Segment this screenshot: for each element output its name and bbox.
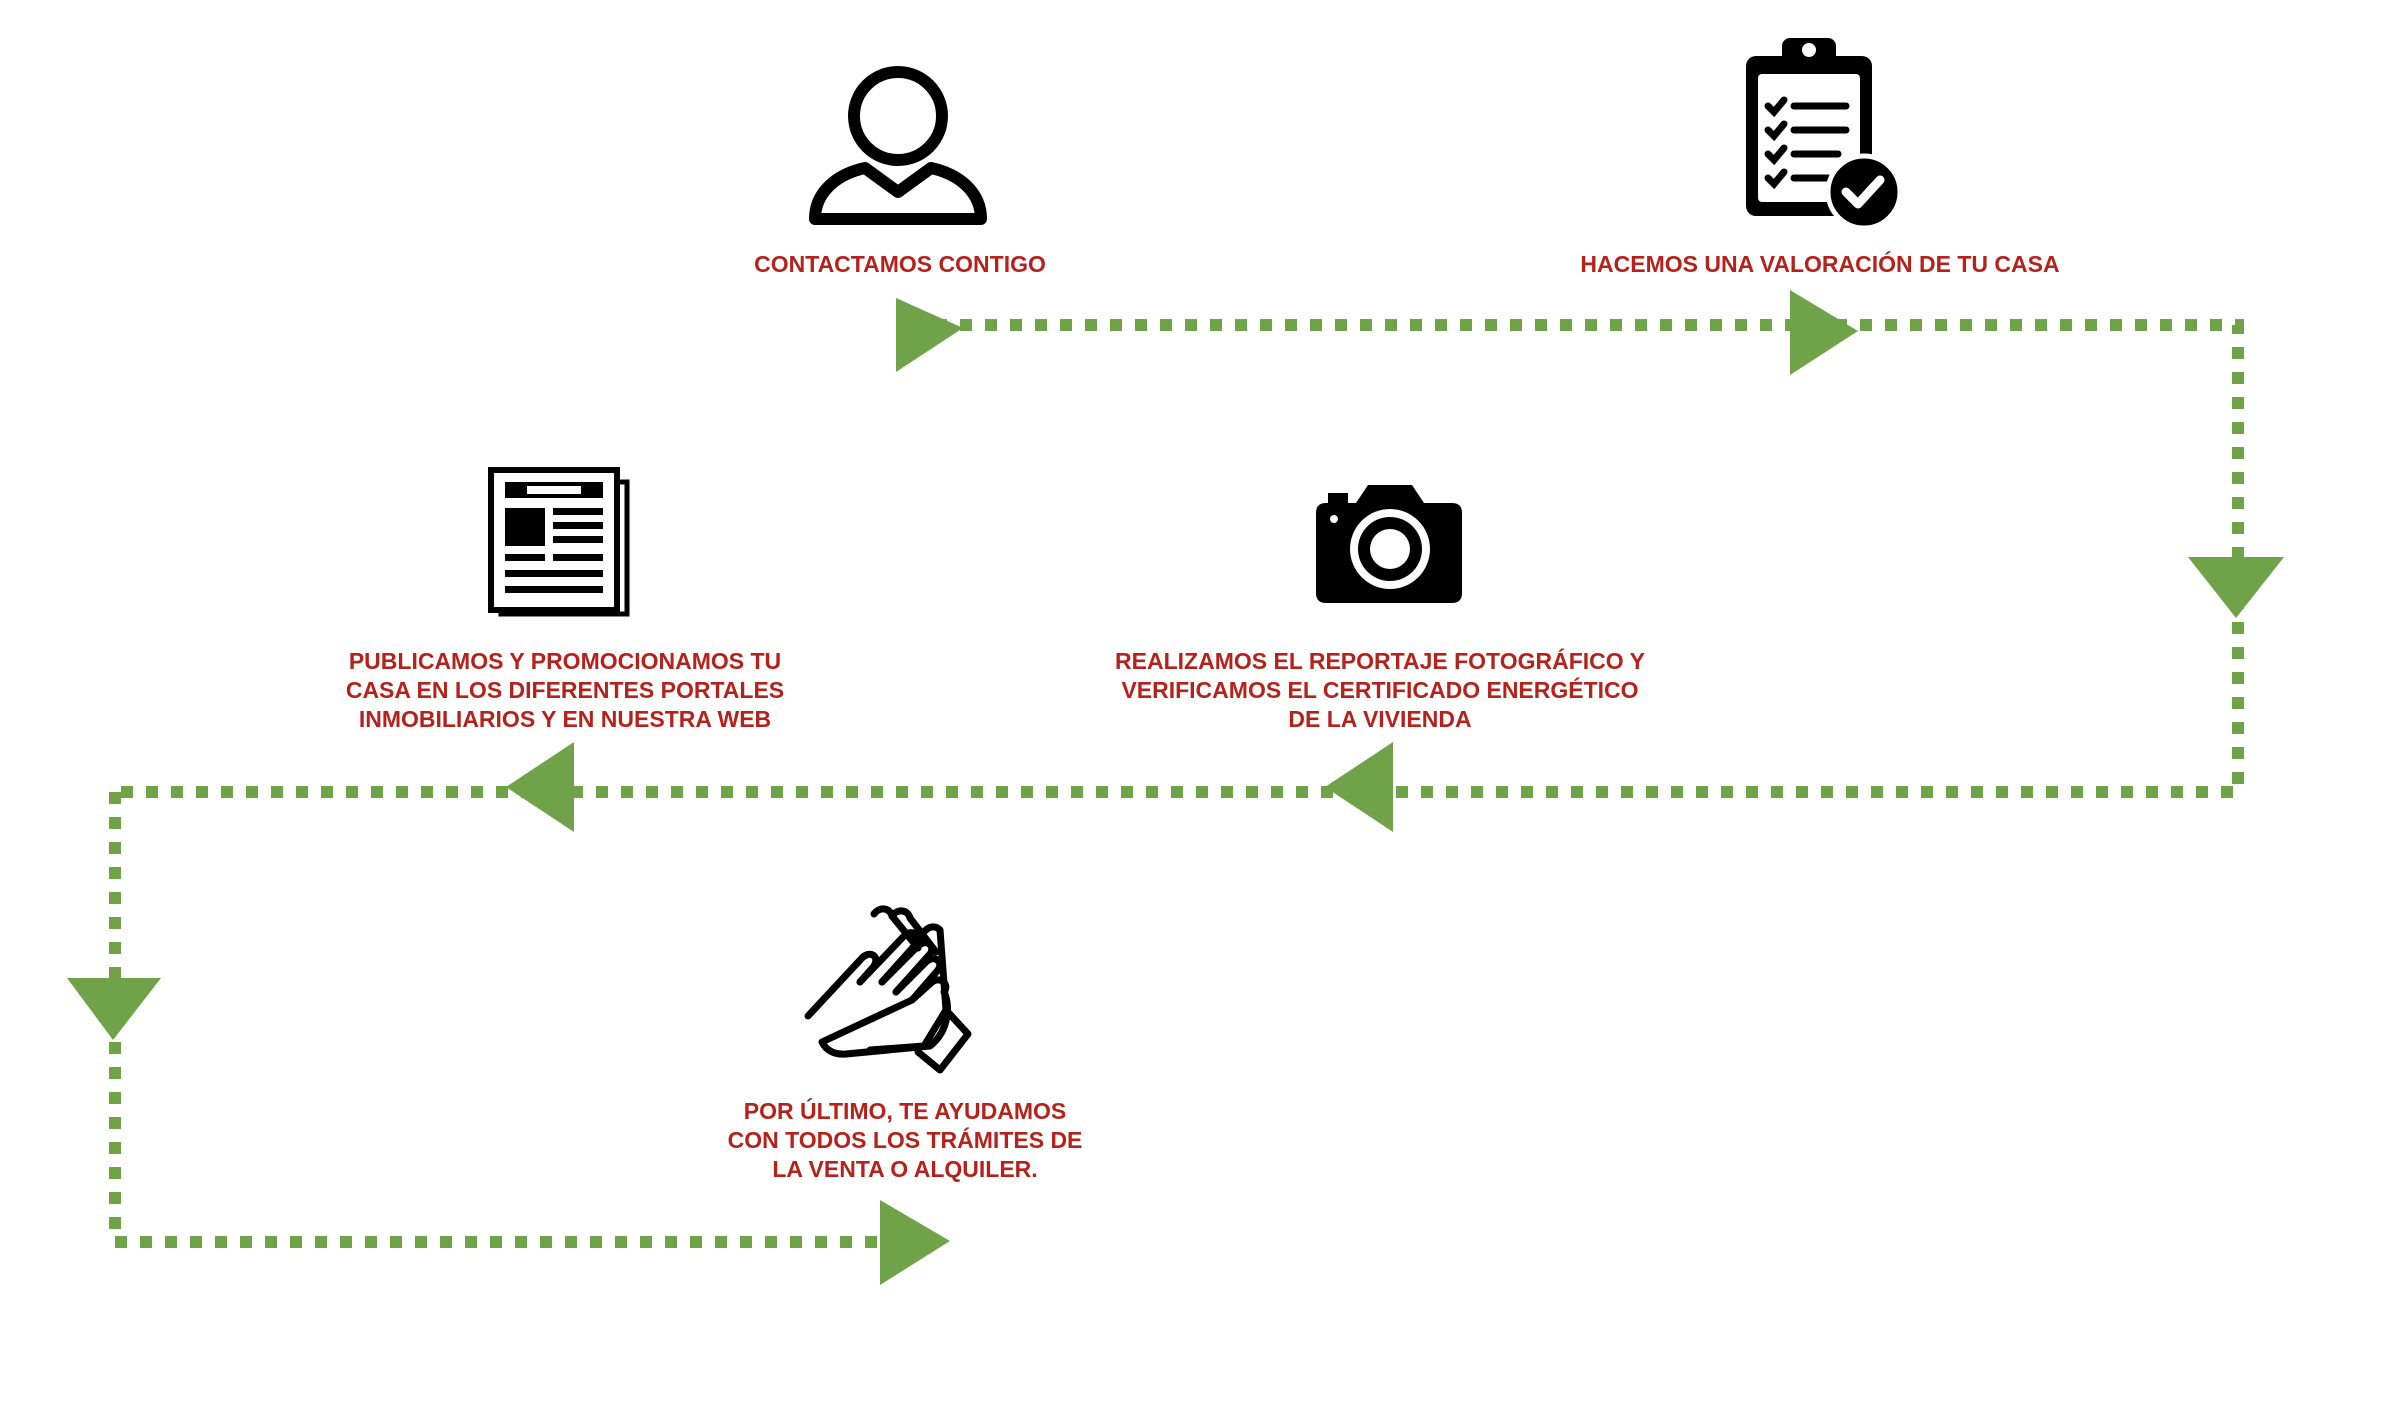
person-icon <box>807 64 989 226</box>
step-5-label: POR ÚLTIMO, TE AYUDAMOS CON TODOS LOS TR… <box>727 1098 1083 1182</box>
step-2-label: HACEMOS UNA VALORACIÓN DE TU CASA <box>1580 251 2060 277</box>
arrow-left-icon <box>506 742 574 832</box>
dotted-path <box>109 319 2244 1248</box>
clapping-hands-icon <box>800 900 990 1074</box>
connector-segment-bottom <box>109 792 880 1248</box>
clipboard-check-icon <box>1738 34 1903 231</box>
step-4-label: PUBLICAMOS Y PROMOCIONAMOS TU CASA EN LO… <box>345 648 785 732</box>
arrow-right-icon <box>1790 290 1858 375</box>
step-1-label: CONTACTAMOS CONTIGO <box>754 251 1046 277</box>
arrow-down-icon <box>2188 557 2284 618</box>
camera-icon <box>1314 483 1464 605</box>
arrow-down-icon <box>67 978 161 1040</box>
step-3-label: REALIZAMOS EL REPORTAJE FOTOGRÁFICO Y VE… <box>1115 648 1645 732</box>
arrow-left-icon <box>1325 742 1393 832</box>
arrow-right-icon <box>880 1200 950 1285</box>
arrow-right-icon <box>896 298 963 372</box>
newspaper-icon <box>487 466 632 618</box>
